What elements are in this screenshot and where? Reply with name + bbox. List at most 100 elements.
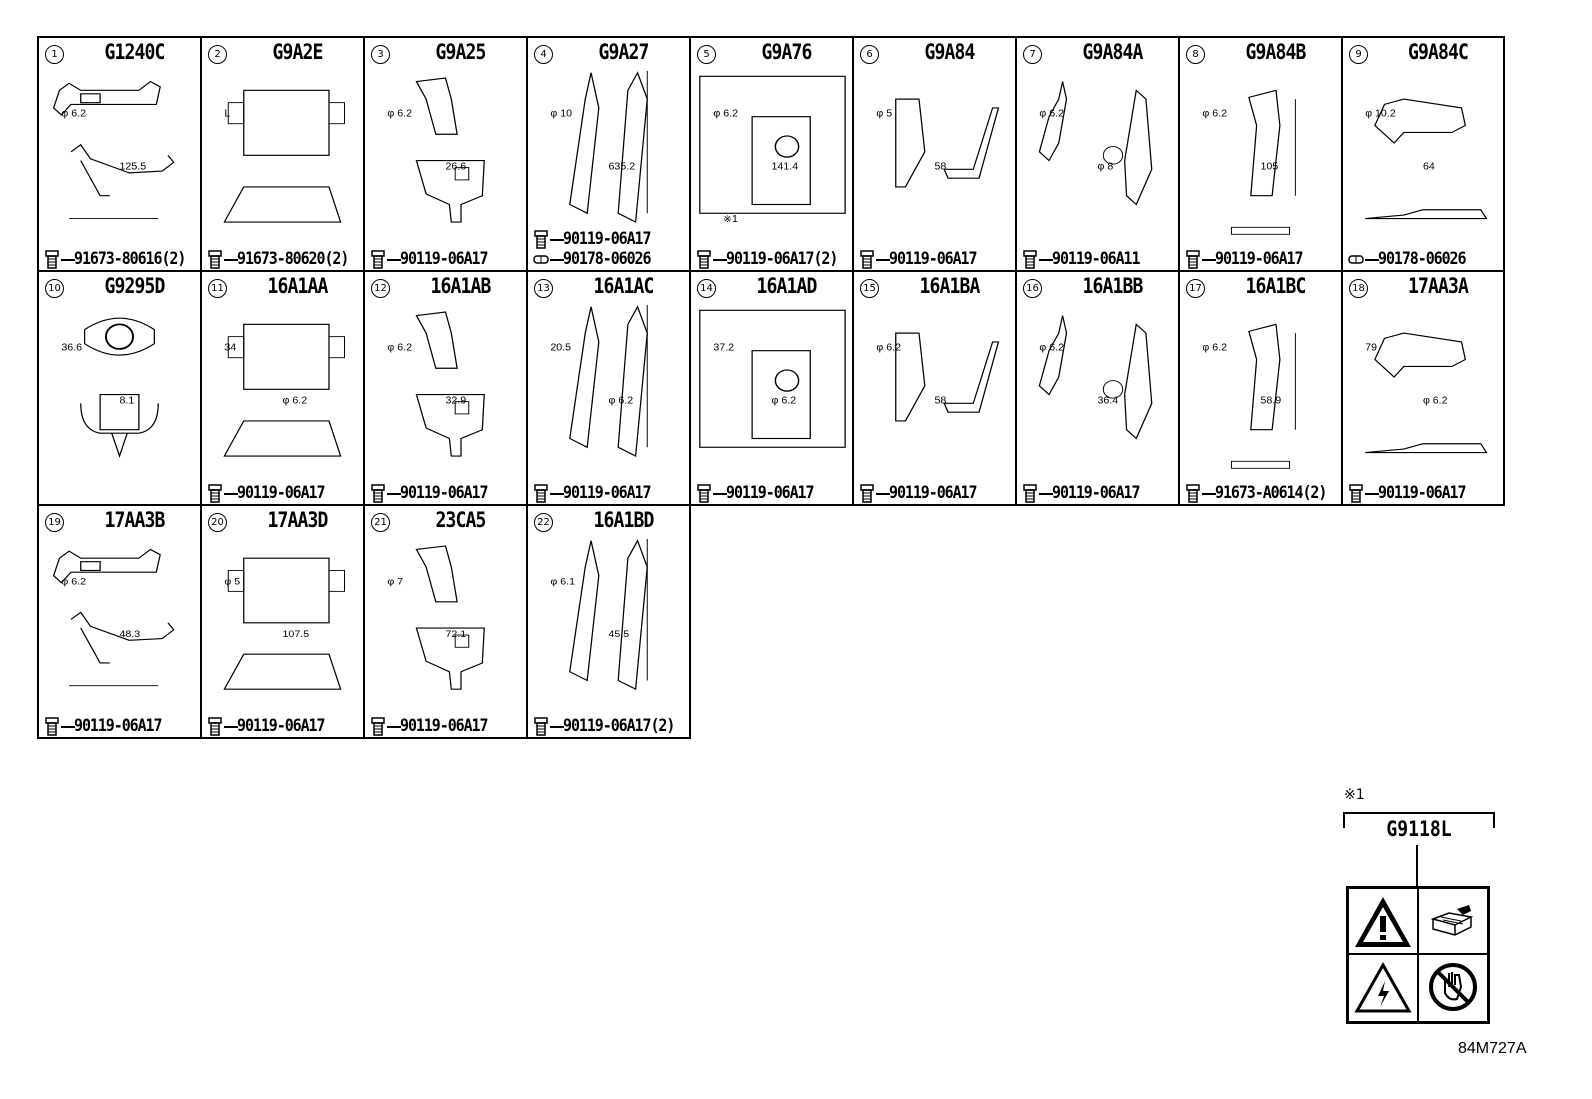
fastener-list: 90178-06026: [1346, 249, 1502, 269]
fastener-list: 90119-06A17: [1020, 483, 1177, 503]
bracket-sketch: φ 6.2φ 8: [1038, 81, 1153, 206]
fastener-row: 90119-06A17: [531, 229, 688, 249]
bolt-icon: [859, 483, 875, 503]
part-code: 16A1AC: [593, 274, 654, 298]
fastener-row: 90119-06A11: [1020, 249, 1177, 269]
leader-dash: [1202, 259, 1216, 261]
fastener-row: 90119-06A17: [857, 483, 1014, 503]
dimension-label: 107.5: [283, 629, 310, 639]
fastener-part-number: 90119-06A17: [237, 716, 326, 736]
part-drawing: 79 φ 6.2: [1346, 298, 1500, 478]
part-code: G9A84A: [1082, 40, 1143, 64]
dimension-label: φ 8: [1098, 162, 1114, 172]
part-code: 17AA3B: [104, 508, 165, 532]
leader-dash: [550, 239, 564, 241]
leader-dash: [1365, 259, 1379, 261]
dimension-label: φ 6.2: [1423, 396, 1448, 406]
dimension-label: φ 6.2: [1202, 343, 1227, 353]
dimension-label: 79: [1365, 343, 1377, 353]
cell-index: 6: [860, 45, 879, 64]
dimension-label: φ 6.2: [713, 109, 738, 119]
leader-dash: [550, 493, 564, 495]
fastener-part-number: 90119-06A17: [889, 249, 978, 269]
cell-index: 10: [45, 279, 64, 298]
fastener-part-number: 90119-06A17(2): [726, 249, 838, 269]
fastener-list: 91673-80616(2): [42, 249, 199, 269]
electric-shock-icon: [1349, 955, 1419, 1021]
dimension-label: 72.1: [446, 629, 467, 639]
bracket-sketch: φ 6.226.6: [387, 77, 485, 223]
leader-dash: [713, 493, 727, 495]
bracket-sketch: 36.68.1: [61, 317, 159, 458]
part-drawing: L: [205, 64, 360, 244]
dimension-label: 34: [224, 343, 236, 353]
bolt-icon: [207, 716, 223, 736]
dimension-label: 36.4: [1098, 396, 1119, 406]
cell-index: 15: [860, 279, 879, 298]
fastener-part-number: 91673-A0614(2): [1215, 483, 1327, 503]
cell-index: 1: [45, 45, 64, 64]
fastener-part-number: 90119-06A17: [400, 249, 489, 269]
bracket-sketch: φ 6.2 36.4: [1038, 315, 1153, 440]
fastener-row: 90119-06A17: [1020, 483, 1177, 503]
fastener-row: 91673-80616(2): [42, 249, 199, 269]
warning-triangle-icon: [1349, 889, 1419, 955]
bolt-icon: [533, 483, 549, 503]
part-drawing: φ 6.2 36.4: [1020, 298, 1175, 478]
fastener-row: 90119-06A17(2): [531, 716, 688, 736]
fastener-list: 90119-06A17: [1346, 483, 1502, 503]
bracket-sketch: 20.5φ 6.2: [550, 305, 648, 457]
fastener-row: 90178-06026: [531, 249, 688, 269]
dimension-label: L: [224, 109, 230, 119]
cell-index: 12: [371, 279, 390, 298]
leader-dash: [1039, 493, 1053, 495]
cell-index: 16: [1023, 279, 1042, 298]
dimension-label: φ 6.2: [61, 577, 86, 587]
leader-dash: [550, 726, 564, 728]
cell-index: 5: [697, 45, 716, 64]
leader-dash: [876, 493, 890, 495]
bolt-icon: [696, 249, 712, 269]
label-leader-line: [1416, 845, 1418, 888]
fastener-row: 90119-06A17: [531, 483, 688, 503]
cell-index: 14: [697, 279, 716, 298]
dimension-label: φ 6.2: [772, 396, 797, 406]
bracket-sketch: L: [223, 89, 345, 223]
bolt-icon: [1022, 249, 1038, 269]
fastener-part-number: 90119-06A17(2): [563, 716, 675, 736]
fastener-list: 90119-06A17: [368, 483, 525, 503]
cell-index: 21: [371, 513, 390, 532]
dimension-label: φ 6.2: [387, 109, 412, 119]
dimension-label: 32.9: [446, 396, 467, 406]
bolt-icon: [1022, 483, 1038, 503]
fastener-list: 90119-06A17: [531, 483, 688, 503]
dimension-label: 37.2: [713, 343, 734, 353]
dimension-label: φ 6.2: [1039, 343, 1064, 353]
fastener-part-number: 90119-06A17: [889, 483, 978, 503]
label-note-mark: ※1: [1344, 787, 1365, 803]
fastener-row: 91673-A0614(2): [1183, 483, 1340, 503]
dimension-label: φ 6.2: [609, 396, 634, 406]
leader-dash: [224, 493, 238, 495]
